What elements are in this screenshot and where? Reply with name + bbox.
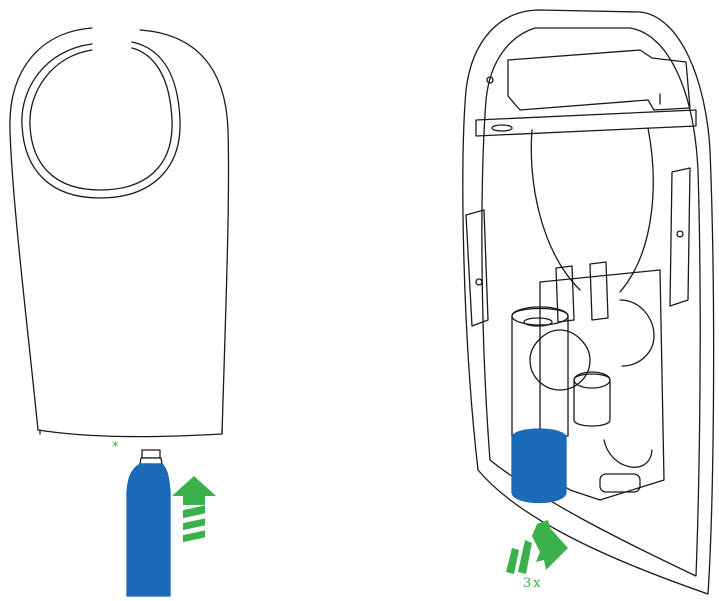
cover-outline bbox=[9, 27, 230, 438]
mechanism-tab-1 bbox=[555, 265, 575, 323]
cartridge-bottle bbox=[126, 449, 171, 597]
upward-arrow-icon bbox=[172, 476, 216, 543]
holder-top bbox=[511, 306, 569, 326]
screw-hole bbox=[486, 76, 494, 84]
bottle-body bbox=[126, 463, 171, 597]
back-inner-rim bbox=[481, 27, 701, 577]
bowl-window-edge bbox=[530, 127, 654, 293]
valve-top bbox=[573, 371, 611, 389]
outlet-curve bbox=[603, 439, 653, 468]
right-rail bbox=[669, 167, 691, 307]
mechanism-tab-2 bbox=[589, 261, 609, 321]
urinal-cover-open-back bbox=[462, 9, 715, 595]
cartridge-holder bbox=[511, 307, 569, 437]
cover-window-outer bbox=[21, 41, 181, 199]
valve-cylinder bbox=[573, 373, 611, 427]
cover-bottom-edge bbox=[39, 429, 223, 435]
twist-arrow-icon bbox=[506, 520, 568, 574]
mechanism-arc bbox=[619, 299, 655, 367]
outlet-box bbox=[599, 473, 641, 493]
mount-slot bbox=[491, 124, 513, 132]
back-outer-shell bbox=[462, 9, 715, 595]
urinal-cover-front bbox=[9, 27, 230, 438]
right-rail-hole bbox=[676, 230, 684, 238]
bottle-cap bbox=[141, 449, 161, 459]
installed-cartridge bbox=[511, 428, 567, 504]
asterisk-note: * bbox=[112, 440, 119, 455]
repeat-count-label: 3x bbox=[523, 576, 543, 591]
holder-opening bbox=[523, 317, 553, 327]
left-rail bbox=[465, 209, 489, 327]
left-rail-hole bbox=[475, 278, 483, 286]
gear-wheel bbox=[529, 329, 591, 391]
mounting-bar bbox=[475, 109, 697, 137]
cover-window-inner bbox=[29, 47, 173, 191]
top-frame bbox=[507, 49, 691, 111]
bottle-neck bbox=[139, 457, 163, 465]
